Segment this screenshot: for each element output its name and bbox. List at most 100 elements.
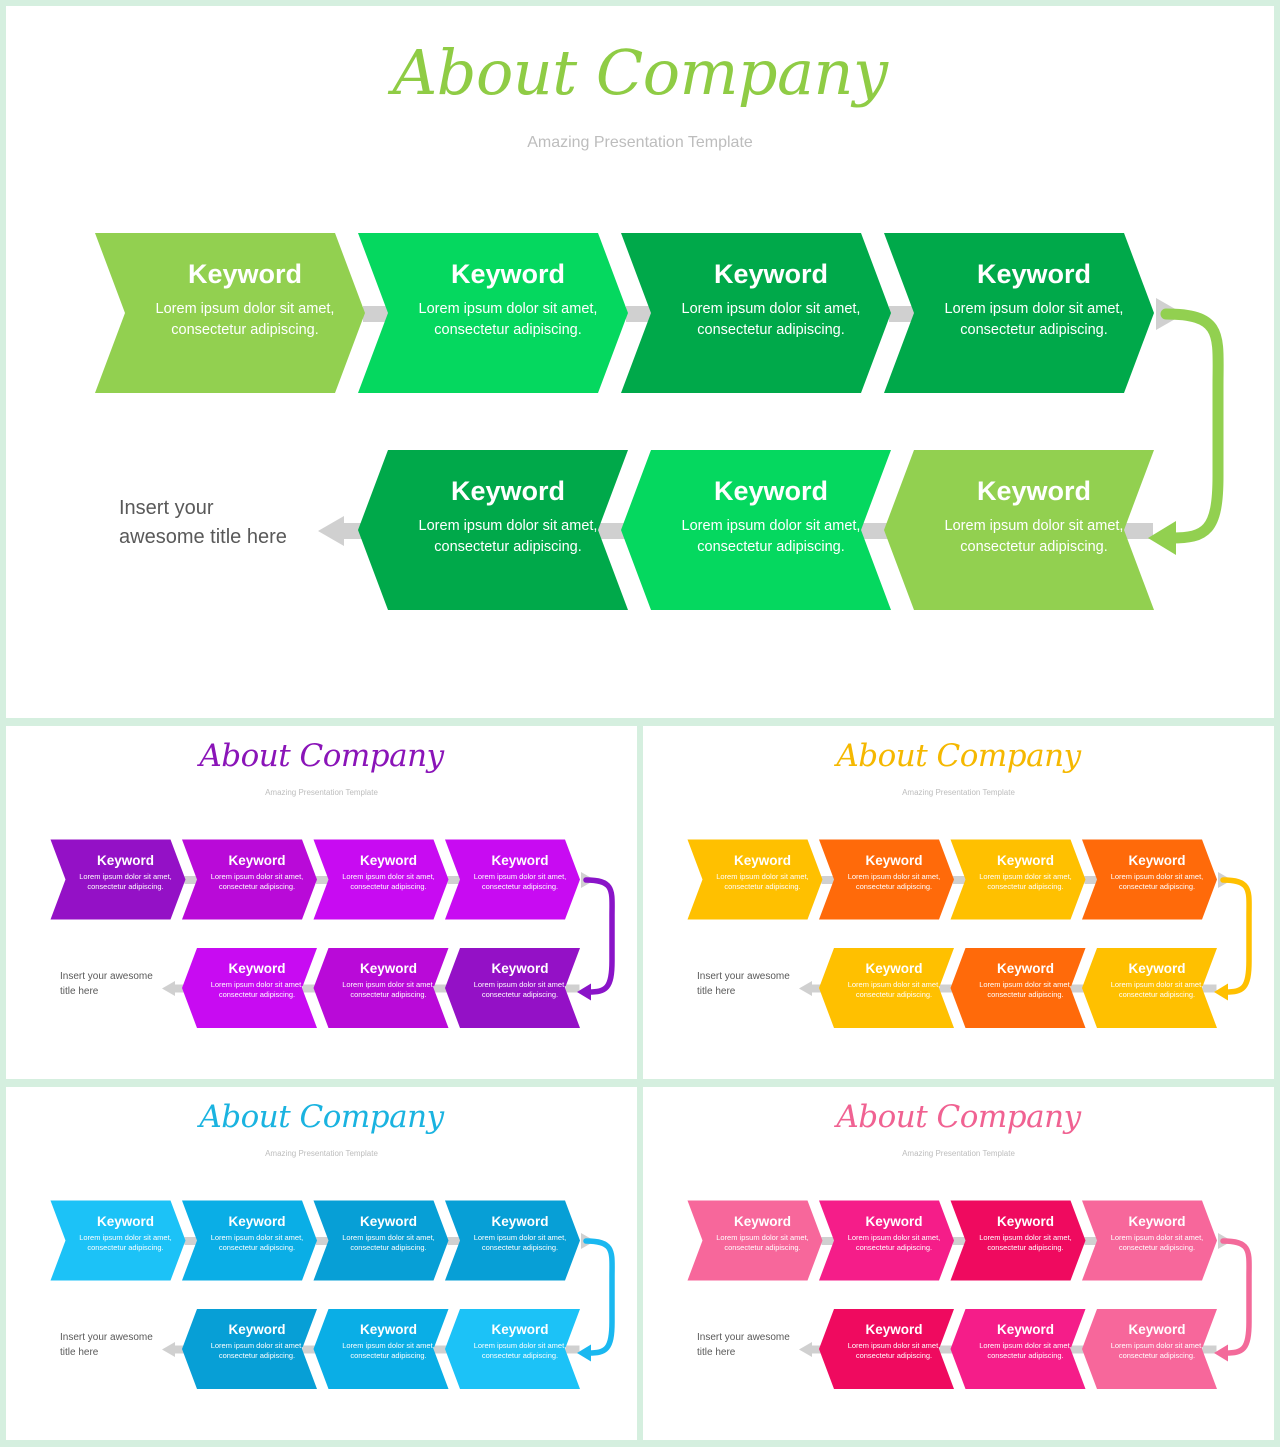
connector-arrow <box>363 306 393 322</box>
side-title: Insert your awesome title here <box>697 1332 790 1358</box>
step-keyword: Keyword <box>96 852 154 868</box>
step-keyword: Keyword <box>976 259 1092 289</box>
connector-arrow <box>301 984 316 993</box>
exit-arrow <box>171 1345 186 1354</box>
step-description: Lorem ipsum dolor sit amet, consectetur … <box>944 301 1124 338</box>
chevron-bottom-2 <box>313 948 449 1028</box>
chevron-top-4 <box>1082 839 1217 920</box>
exit-arrow <box>171 984 186 993</box>
step-keyword: Keyword <box>96 1213 154 1229</box>
slide-subtitle: Amazing Presentation Template <box>902 788 1015 797</box>
step-keyword: Keyword <box>865 1213 923 1229</box>
step-keyword: Keyword <box>491 1213 549 1229</box>
connector-arrow <box>564 1345 580 1354</box>
connector-arrow <box>1069 984 1085 993</box>
exit-arrow <box>808 1345 823 1354</box>
return-arrow <box>583 1238 615 1356</box>
step-description: Lorem ipsum dolor sit amet, consectetur … <box>418 301 598 338</box>
step-description: Lorem ipsum dolor sit amet, consectetur … <box>716 1232 809 1252</box>
step-keyword: Keyword <box>228 1322 286 1337</box>
chevron-bottom-1 <box>819 948 954 1028</box>
slide-title: About Company <box>199 1099 444 1135</box>
connector-arrow <box>938 1345 953 1354</box>
side-title: Insert your awesome title here <box>119 497 287 548</box>
step-keyword: Keyword <box>1128 1213 1186 1229</box>
step-keyword: Keyword <box>865 961 923 976</box>
step-description: Lorem ipsum dolor sit amet, consectetur … <box>1110 980 1204 999</box>
step-description: Lorem ipsum dolor sit amet, consectetur … <box>342 980 435 999</box>
step-description: Lorem ipsum dolor sit amet, consectetur … <box>1110 1341 1204 1360</box>
return-arrow <box>1160 308 1224 544</box>
connector-arrow <box>447 876 463 884</box>
chevron-bottom-2 <box>621 450 891 610</box>
chevron-top-3 <box>950 839 1086 920</box>
connector-arrow <box>1069 1345 1085 1354</box>
step-description: Lorem ipsum dolor sit amet, consectetur … <box>1110 871 1204 891</box>
step-keyword: Keyword <box>491 961 549 976</box>
step-keyword: Keyword <box>228 1213 286 1229</box>
step-keyword: Keyword <box>996 1322 1054 1337</box>
step-description: Lorem ipsum dolor sit amet, consectetur … <box>944 518 1124 555</box>
step-keyword: Keyword <box>450 259 566 289</box>
step-keyword: Keyword <box>359 961 417 976</box>
step-description: Lorem ipsum dolor sit amet, consectetur … <box>979 980 1072 999</box>
connector-arrow <box>1123 523 1153 539</box>
chevron-top-2 <box>182 1200 317 1281</box>
chevron-top-3 <box>950 1200 1086 1281</box>
step-description: Lorem ipsum dolor sit amet, consectetur … <box>418 518 598 555</box>
chevron-bottom-2 <box>950 1309 1086 1389</box>
chevron-bottom-3 <box>884 450 1154 610</box>
chevron-bottom-1 <box>358 450 628 610</box>
step-keyword: Keyword <box>359 1213 417 1229</box>
step-description: Lorem ipsum dolor sit amet, consectetur … <box>473 1232 567 1252</box>
step-description: Lorem ipsum dolor sit amet, consectetur … <box>847 1232 941 1252</box>
slide-subtitle: Amazing Presentation Template <box>265 1149 378 1158</box>
side-title: Insert your awesome title here <box>60 1332 153 1358</box>
return-arrowhead <box>577 1344 591 1362</box>
step-keyword: Keyword <box>228 852 286 868</box>
chevron-top-2 <box>819 839 954 920</box>
step-description: Lorem ipsum dolor sit amet, consectetur … <box>716 871 809 891</box>
connector-arrow <box>432 1345 448 1354</box>
step-keyword: Keyword <box>865 852 923 868</box>
chevron-bottom-1 <box>819 1309 954 1389</box>
slide-title: About Company <box>392 36 888 109</box>
exit-arrowhead <box>318 516 344 546</box>
slide-main: About Company Amazing Presentation Templ… <box>6 6 1274 718</box>
return-arrowhead <box>1148 521 1176 555</box>
connector-arrow <box>1084 1237 1100 1245</box>
connector-arrow <box>184 876 200 884</box>
connector-arrow <box>1201 984 1217 993</box>
step-description: Lorem ipsum dolor sit amet, consectetur … <box>210 1232 304 1252</box>
chevron-top-4 <box>1082 1200 1217 1281</box>
chevron-top-1 <box>50 839 186 920</box>
chevron-bottom-2 <box>313 1309 449 1389</box>
return-arrow <box>1220 1238 1252 1356</box>
step-keyword: Keyword <box>733 1213 791 1229</box>
step-description: Lorem ipsum dolor sit amet, consectetur … <box>1110 1232 1204 1252</box>
chevron-top-1 <box>95 233 365 393</box>
slide-purple: About Company Amazing Presentation Templ… <box>6 726 637 1079</box>
step-keyword: Keyword <box>491 852 549 868</box>
chevron-top-4 <box>445 839 580 920</box>
step-keyword: Keyword <box>713 259 829 289</box>
process-flow-diagram <box>687 839 1252 1028</box>
step-keyword: Keyword <box>1128 852 1186 868</box>
step-description: Lorem ipsum dolor sit amet, consectetur … <box>79 1232 172 1252</box>
